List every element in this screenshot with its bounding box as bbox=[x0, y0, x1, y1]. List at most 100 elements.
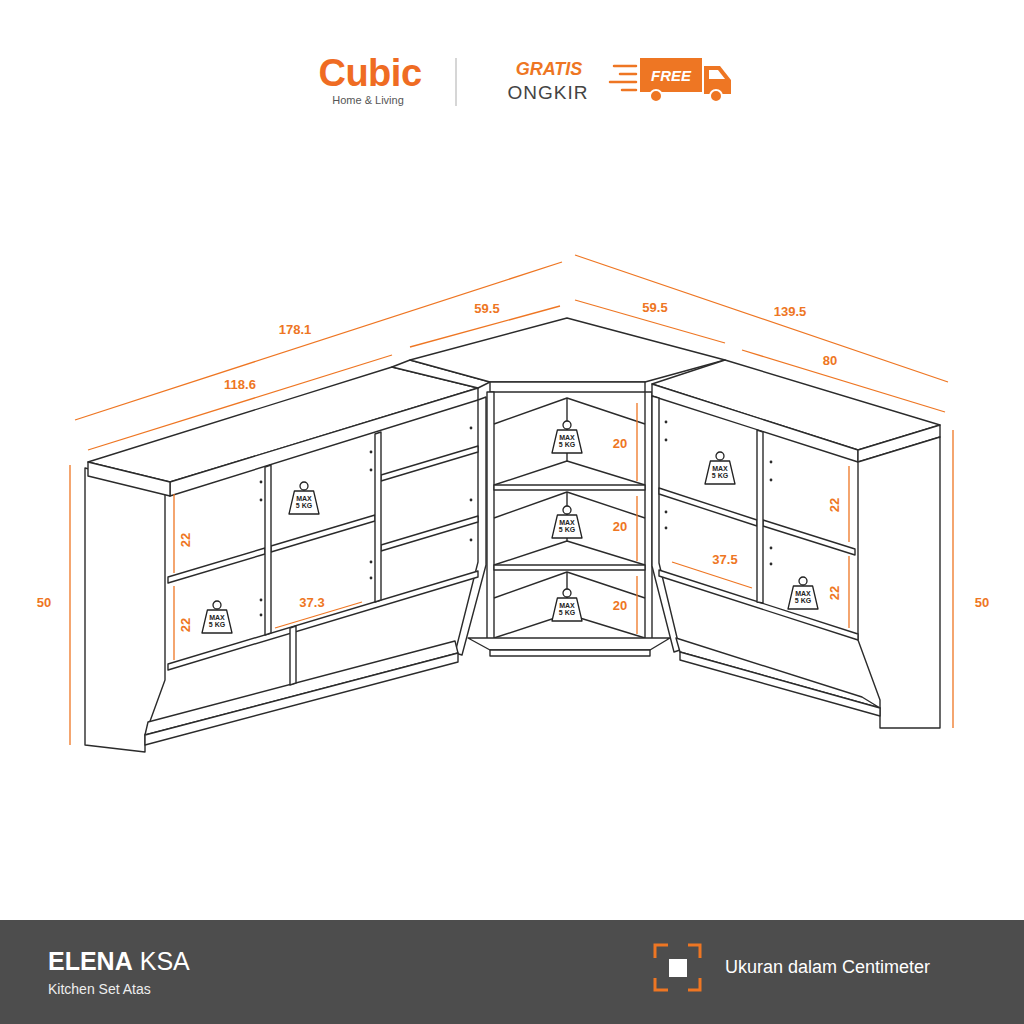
product-code: KSA bbox=[140, 948, 190, 976]
dimension-value: 37.5 bbox=[710, 553, 739, 567]
corner-panel bbox=[487, 392, 494, 640]
top-board-end bbox=[88, 462, 170, 496]
weight-limit-text: MAX 5 KG bbox=[294, 495, 314, 509]
promo-text: GRATIS bbox=[516, 60, 583, 80]
dimension-value: 20 bbox=[611, 520, 629, 534]
truck-wheel bbox=[710, 90, 722, 102]
side-panel bbox=[858, 437, 940, 728]
shelf-hole bbox=[770, 547, 773, 550]
corner-ceiling bbox=[494, 398, 645, 424]
dimension-value: 50 bbox=[973, 596, 991, 610]
corner-ceiling bbox=[494, 492, 645, 518]
top-board-edge bbox=[170, 388, 478, 496]
dimension-value: 50 bbox=[35, 596, 53, 610]
weight-limit-icon: MAX 5 KG bbox=[787, 576, 819, 610]
weight-body bbox=[552, 515, 582, 538]
weight-ring bbox=[563, 421, 571, 429]
product-name: ELENA bbox=[48, 948, 133, 976]
dimension-value: 20 bbox=[611, 599, 629, 613]
dimension-line bbox=[636, 576, 637, 634]
truck-window bbox=[709, 70, 725, 79]
shelf-hole bbox=[370, 469, 373, 472]
shelf-hole bbox=[665, 511, 668, 514]
weight-limit-icon: MAX 5 KG bbox=[288, 481, 320, 515]
weight-limit-text: MAX 5 KG bbox=[557, 519, 577, 533]
weight-limit-icon: MAX 5 KG bbox=[201, 600, 233, 634]
weight-ring bbox=[213, 601, 221, 609]
shelf-hole bbox=[370, 561, 373, 564]
dimension-line bbox=[848, 556, 849, 628]
footer-band bbox=[0, 920, 1024, 1024]
brand-tagline: Home & Living bbox=[332, 94, 404, 106]
dimension-value: 22 bbox=[179, 531, 193, 549]
corner-shelf-edge bbox=[494, 565, 645, 570]
truck-wheel bbox=[650, 90, 662, 102]
bottom-board-edge bbox=[145, 653, 458, 745]
shelf bbox=[168, 571, 478, 670]
corner-shelf-edge bbox=[494, 485, 645, 490]
shelf-hole bbox=[260, 614, 263, 617]
divider bbox=[757, 430, 763, 603]
dimension-value: 22 bbox=[828, 496, 842, 514]
truck-label: FREE bbox=[651, 68, 691, 85]
shelf-hole bbox=[260, 481, 263, 484]
corner-panel bbox=[645, 392, 652, 640]
weight-body bbox=[705, 461, 735, 484]
corner-bracket bbox=[688, 945, 700, 958]
corner-bracket bbox=[688, 978, 700, 990]
dimension-value: 22 bbox=[828, 584, 842, 602]
weight-limit-text: MAX 5 KG bbox=[793, 590, 813, 604]
dimension-line bbox=[173, 586, 174, 660]
dimension-line bbox=[173, 494, 174, 573]
header-divider bbox=[455, 58, 456, 106]
bottom-board bbox=[145, 641, 458, 735]
corner-shelf bbox=[494, 461, 645, 485]
dimension-line bbox=[636, 496, 637, 561]
dimension-line bbox=[952, 430, 953, 728]
dimension-value: 59.5 bbox=[472, 302, 501, 316]
dimension-line bbox=[75, 262, 562, 420]
shelf-holes bbox=[260, 421, 773, 617]
truck-icon bbox=[640, 58, 731, 102]
weight-body bbox=[289, 491, 319, 514]
dimension-value: 118.6 bbox=[222, 378, 258, 392]
dimension-line bbox=[848, 466, 849, 542]
size-icon-square bbox=[669, 959, 687, 977]
corner-bottom-edge bbox=[490, 650, 650, 656]
speed-line bbox=[622, 89, 636, 92]
weight-ring bbox=[716, 452, 724, 460]
side-panel bbox=[85, 468, 165, 752]
side-panel bbox=[652, 396, 680, 652]
weight-limit-text: MAX 5 KG bbox=[207, 614, 227, 628]
speed-line bbox=[620, 73, 636, 76]
corner-bracket bbox=[655, 945, 668, 958]
dimension-lines bbox=[70, 255, 953, 745]
speed-line bbox=[610, 81, 636, 84]
corner-bracket bbox=[655, 978, 668, 990]
shelf-hole bbox=[370, 577, 373, 580]
shelf-hole bbox=[470, 499, 473, 502]
weight-ring bbox=[300, 482, 308, 490]
corner-ceiling bbox=[494, 572, 645, 598]
weight-body bbox=[788, 586, 818, 609]
weight-body bbox=[552, 430, 582, 453]
bottom-board bbox=[676, 638, 880, 708]
weight-ring bbox=[563, 506, 571, 514]
unit-note: Ukuran dalam Centimeter bbox=[725, 958, 930, 978]
weight-body bbox=[202, 610, 232, 633]
shelf-hole bbox=[665, 527, 668, 530]
shelf-hole bbox=[260, 599, 263, 602]
shelf-hole bbox=[665, 421, 668, 424]
shelf-hole bbox=[260, 499, 263, 502]
shelf bbox=[659, 488, 757, 526]
dimension-value: 80 bbox=[821, 354, 839, 368]
top-board bbox=[88, 367, 478, 482]
truck-body bbox=[640, 58, 702, 92]
dimension-value: 59.5 bbox=[640, 301, 669, 315]
weight-ring bbox=[563, 589, 571, 597]
divider bbox=[375, 432, 381, 602]
dimension-value: 37.3 bbox=[297, 596, 326, 610]
dimension-value: 139.5 bbox=[772, 305, 809, 319]
product-subtitle: Kitchen Set Atas bbox=[48, 982, 151, 997]
